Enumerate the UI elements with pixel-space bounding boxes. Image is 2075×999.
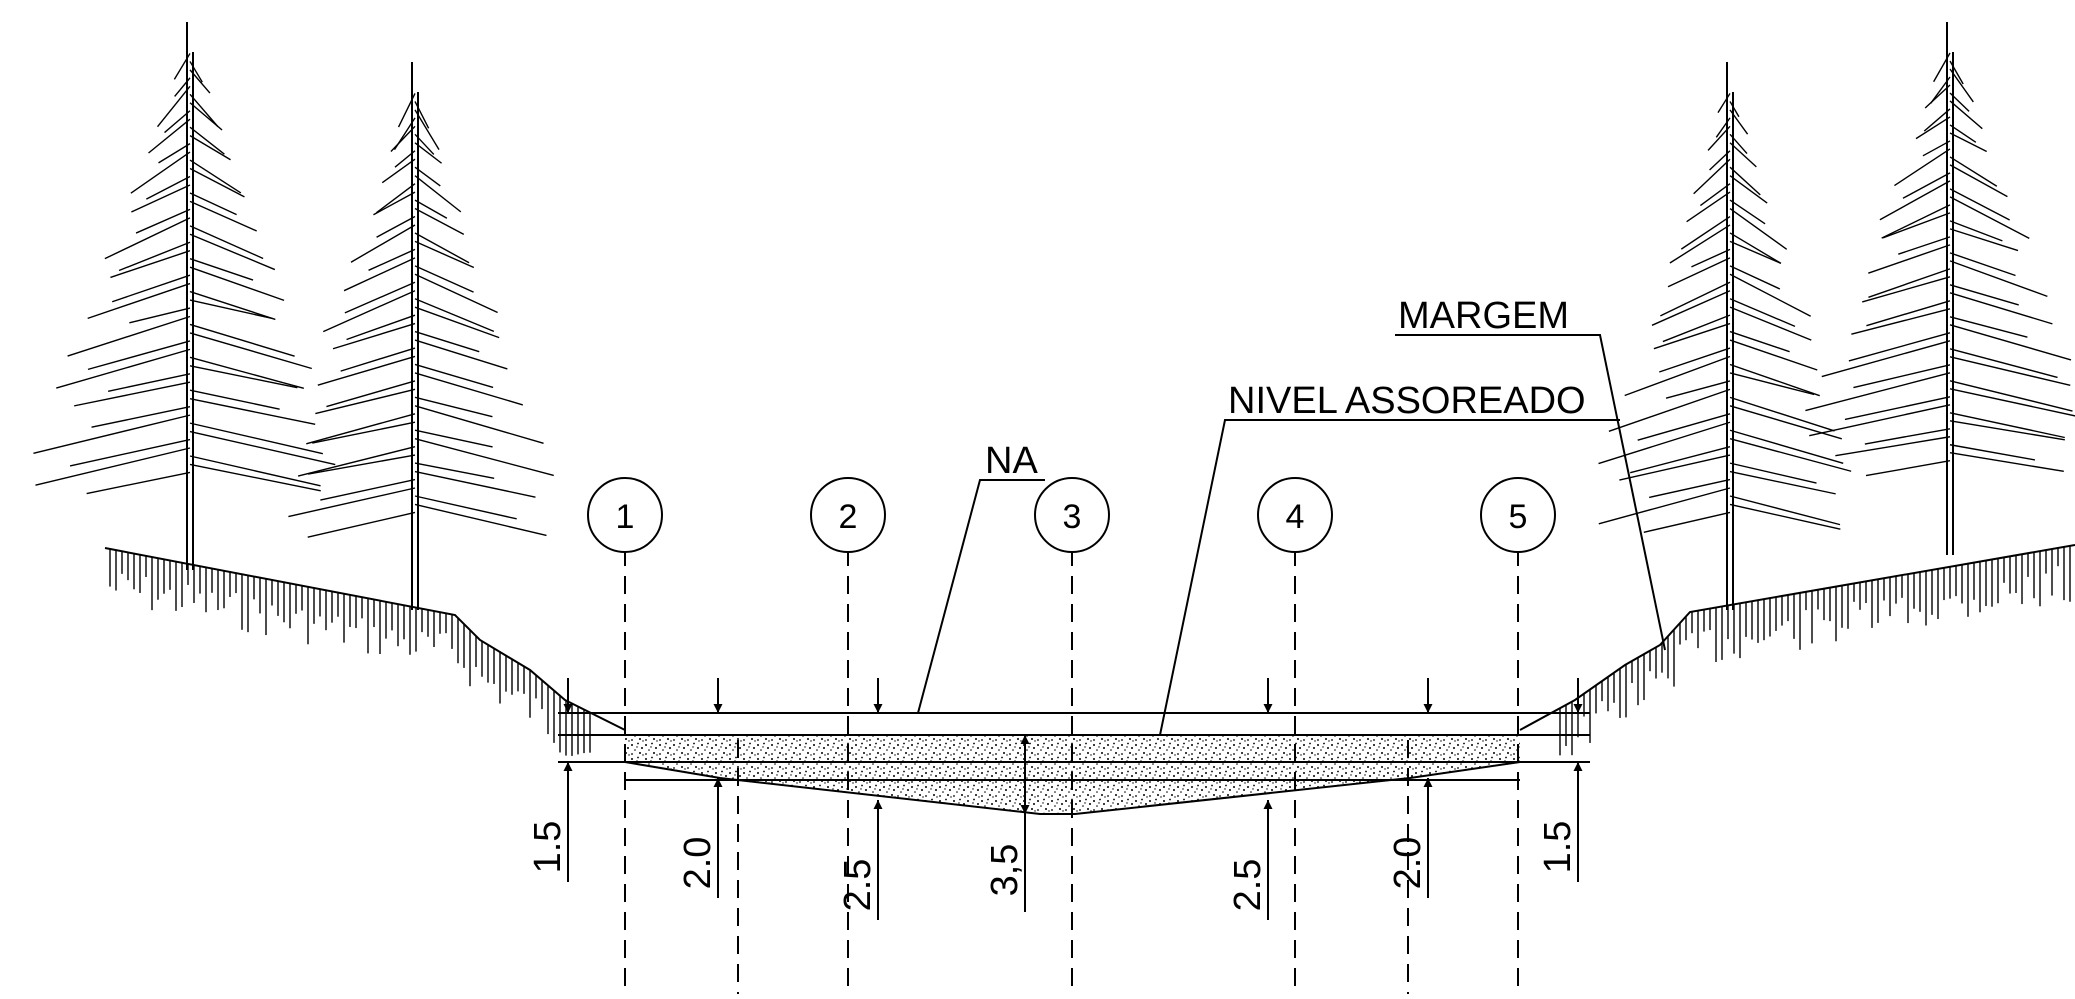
na-label: NA: [985, 440, 1038, 482]
station-number: 2: [839, 498, 858, 536]
depth-value: 2.0: [677, 837, 719, 890]
station-number: 5: [1509, 498, 1528, 536]
tree: [1598, 62, 1852, 610]
margem-label: MARGEM: [1398, 295, 1569, 337]
station-bubble: [810, 477, 886, 553]
depth-marker: 1.5: [527, 678, 573, 882]
depth-value: 1.5: [1537, 821, 1579, 874]
station-bubble: [1034, 477, 1110, 553]
station-5: 5: [1480, 477, 1556, 994]
station-bubble: [587, 477, 663, 553]
depth-marker: 3,5: [984, 735, 1030, 912]
depth-value: 2.0: [1387, 837, 1429, 890]
station-number: 1: [616, 498, 635, 536]
station-2: 2: [810, 477, 886, 994]
left-bank: [104, 547, 626, 756]
depth-value: 2.5: [1227, 859, 1269, 912]
nivel-assoreado-label: NIVEL ASSOREADO: [1228, 380, 1586, 422]
depth-marker: 1.5: [1537, 678, 1583, 882]
depth-marker: 2.0: [677, 678, 723, 898]
tree: [288, 62, 554, 610]
stations: 1 2 3 4 5: [587, 477, 1556, 994]
station-number: 4: [1286, 498, 1305, 536]
station-bubble: [1257, 477, 1333, 553]
station-number: 3: [1063, 498, 1082, 536]
margem-leader: [1395, 334, 1666, 651]
depth-marker: 2.5: [1227, 678, 1273, 920]
depth-marker: 2.5: [837, 678, 883, 920]
depth-markers: 1.5 2.0 2.5 3,5 2.5 2.0 1.5: [527, 678, 1583, 920]
right-bank: [1519, 544, 2075, 756]
nivel-assoreado-leader: [1159, 419, 1620, 736]
trees: [33, 22, 2075, 610]
station-3: 3: [1034, 477, 1110, 994]
station-bubble: [1480, 477, 1556, 553]
station-1: 1: [587, 477, 663, 994]
tree: [33, 22, 336, 570]
tree: [1805, 22, 2075, 555]
depth-value: 3,5: [984, 844, 1026, 897]
depth-value: 2.5: [837, 859, 879, 912]
station-4: 4: [1257, 477, 1333, 994]
depth-marker: 2.0: [1387, 678, 1433, 898]
depth-value: 1.5: [527, 821, 569, 874]
na-leader: [917, 479, 1045, 714]
